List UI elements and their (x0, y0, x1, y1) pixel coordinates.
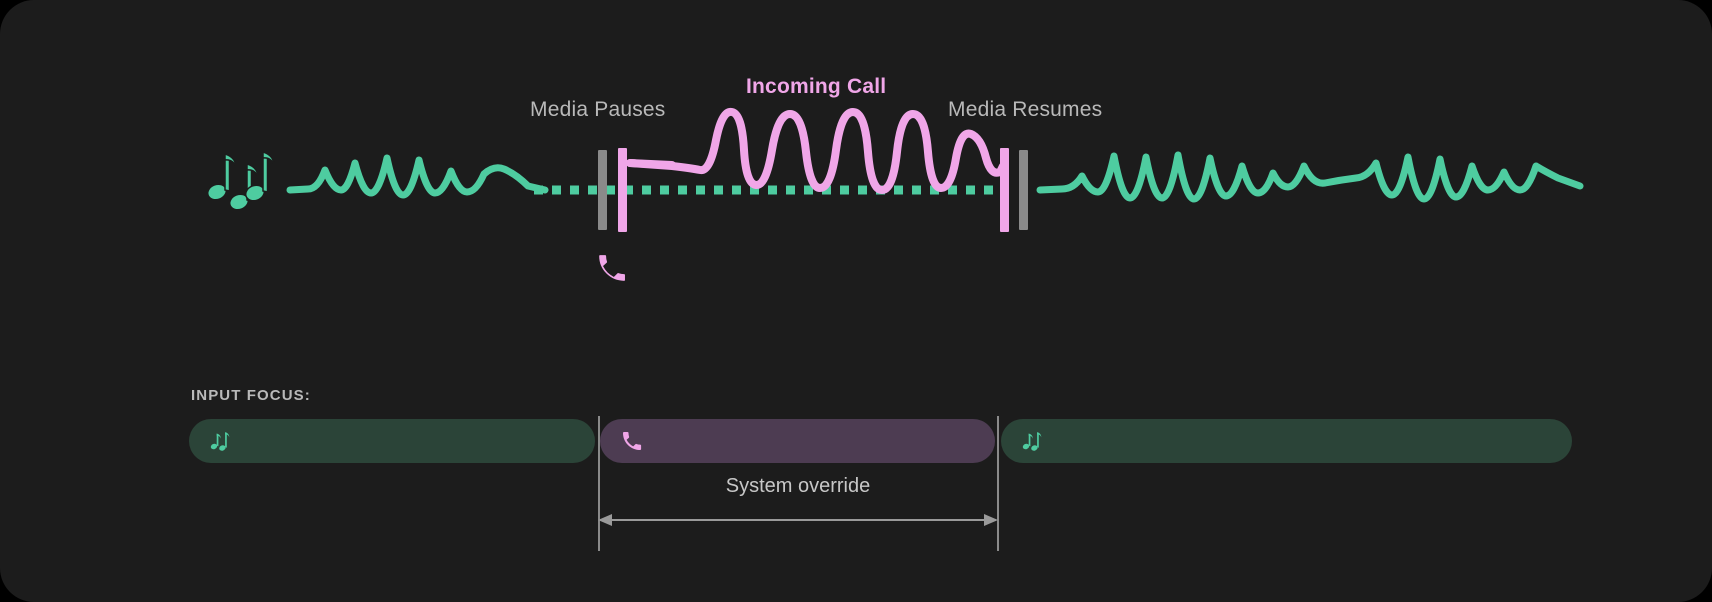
override-divider-right (997, 416, 999, 551)
phone-icon (594, 250, 630, 286)
system-override-arrow (598, 514, 998, 526)
waveform-graphic (286, 107, 1584, 232)
media-wave-before (286, 154, 549, 199)
input-focus-heading: INPUT FOCUS: (191, 387, 311, 404)
focus-bar-media-after[interactable] (1001, 419, 1572, 463)
pause-marker-pink (618, 148, 627, 232)
call-wave-lead (626, 159, 676, 169)
call-wave (626, 107, 1007, 194)
timeline-region: Media Pauses Incoming Call Media Resumes (205, 75, 1584, 286)
label-media-resumes: Media Resumes (948, 98, 1103, 121)
media-wave-after (1036, 151, 1584, 203)
music-notes-icon (209, 429, 233, 453)
focus-bar-call[interactable] (600, 419, 995, 463)
resume-marker-gray (1019, 150, 1028, 230)
override-divider-left (598, 416, 600, 551)
music-notes-icon (1021, 429, 1045, 453)
label-media-pauses: Media Pauses (530, 98, 666, 121)
focus-bar-media-before[interactable] (189, 419, 595, 463)
system-override-label: System override (725, 475, 871, 497)
resume-marker-pink (1000, 148, 1009, 232)
music-notes-icon (205, 146, 276, 212)
input-focus-region: INPUT FOCUS: (0, 330, 1712, 602)
label-incoming-call: Incoming Call (746, 75, 887, 98)
pause-marker-gray (598, 150, 607, 230)
phone-icon (620, 429, 644, 453)
